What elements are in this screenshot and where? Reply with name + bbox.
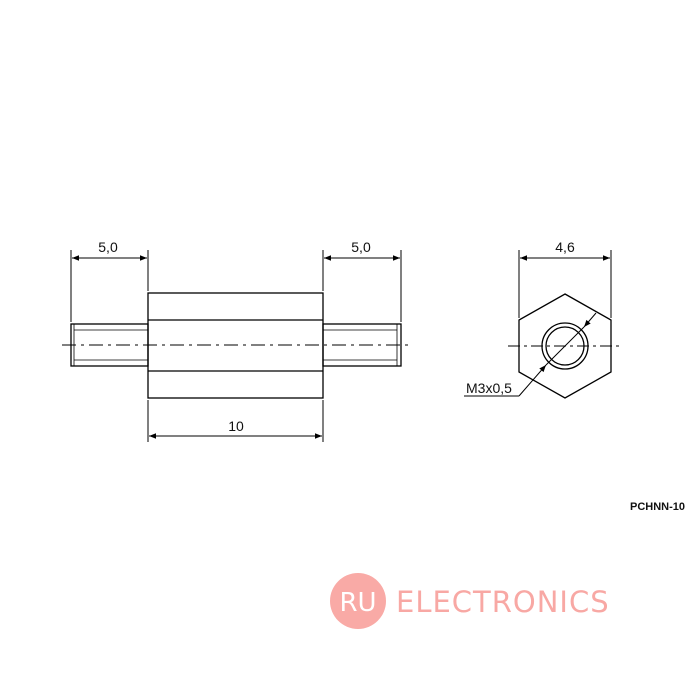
thread-leader — [464, 312, 597, 397]
dimension-right-stud — [322, 250, 402, 322]
dim-body-length-label: 10 — [228, 418, 244, 434]
part-code-label: PCHNN-10 — [630, 501, 685, 513]
dim-hex-width-label: 4,6 — [555, 239, 575, 255]
dim-right-stud-label: 5,0 — [351, 239, 371, 255]
brand-badge — [330, 573, 386, 629]
dimension-left-stud — [70, 250, 149, 322]
brand-logo: RU ELECTRONICS — [330, 573, 610, 629]
brand-name: ELECTRONICS — [396, 585, 610, 619]
right-stud — [322, 323, 402, 367]
brand-badge-text: RU — [339, 588, 376, 618]
dimension-hex-width — [518, 250, 612, 318]
dimension-body-length — [147, 400, 324, 442]
dim-left-stud-label: 5,0 — [98, 239, 118, 255]
side-view — [62, 292, 410, 399]
thread-size-label: M3x0,5 — [466, 380, 512, 396]
hexagon-outline — [518, 293, 612, 399]
